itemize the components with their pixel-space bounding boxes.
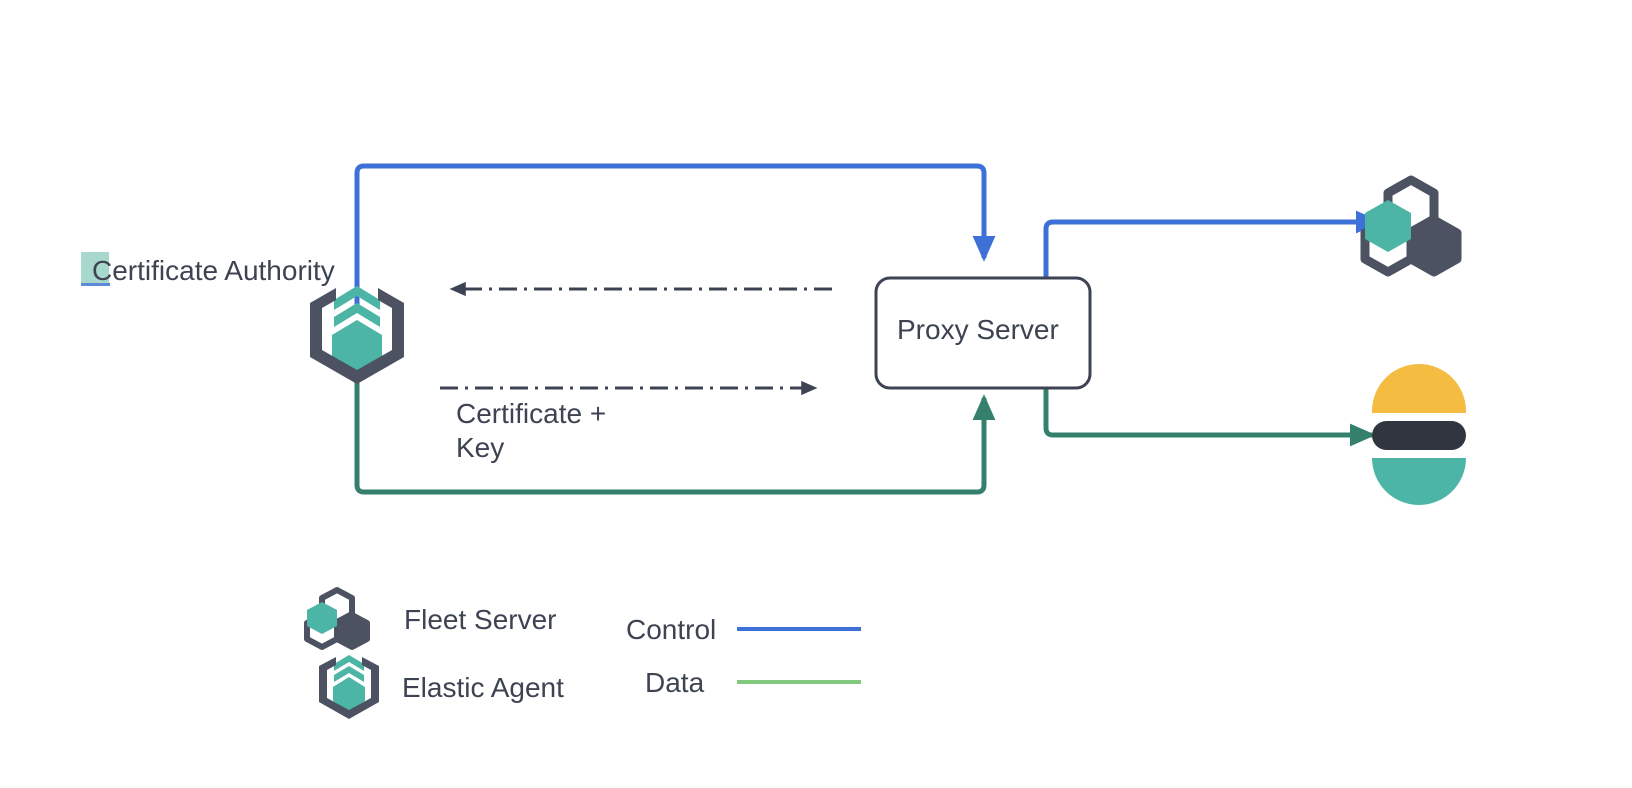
legend-elastic-agent-icon — [319, 655, 379, 719]
legend-elastic-agent-label: Elastic Agent — [402, 672, 564, 703]
node-proxy-server[interactable] — [874, 276, 1092, 390]
edge-proxy-to-elasticsearch-data — [1043, 388, 1376, 447]
edge-proxy-to-fleet-control — [1043, 210, 1382, 278]
fleet-server-icon — [1360, 175, 1462, 277]
legend-data-label: Data — [645, 667, 705, 698]
text-selection-highlight — [81, 252, 109, 284]
elasticsearch-icon — [1372, 364, 1466, 505]
legend-control-label: Control — [626, 614, 717, 645]
edge-ca-to-proxy-data — [354, 360, 996, 495]
elastic-agent-icon — [310, 286, 404, 384]
certificate-key-edge-label: Certificate + Key — [456, 398, 607, 464]
edge-ca-to-proxy-control — [354, 163, 996, 310]
text-caret-underline — [81, 283, 110, 286]
certificate-authority-label: Certificate Authority — [92, 255, 335, 286]
proxy-server-label: Proxy Server — [897, 314, 1059, 345]
legend-fleet-server-label: Fleet Server — [404, 604, 557, 635]
legend-fleet-server-icon — [304, 587, 370, 650]
